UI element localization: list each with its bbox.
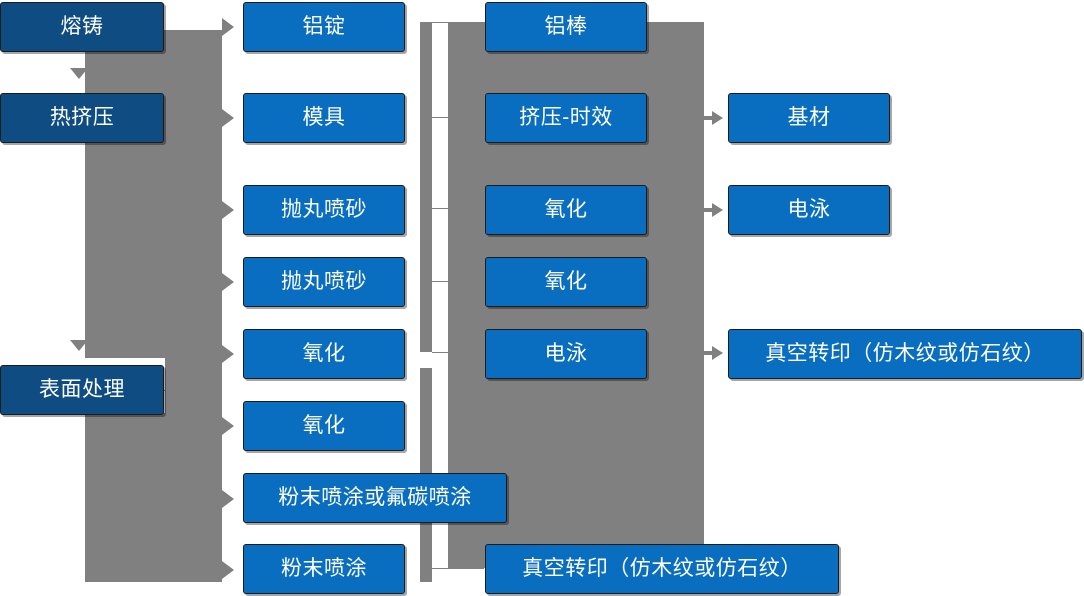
- step-oxidation-2-label: 氧化: [302, 414, 346, 438]
- spine-arrow-2: [222, 109, 234, 127]
- step-oxidation-2[interactable]: 氧化: [243, 401, 405, 451]
- step-vacuum-transfer-1-label: 真空转印（仿木纹或仿石纹）: [522, 557, 802, 581]
- step-vacuum-transfer-2[interactable]: 真空转印（仿木纹或仿石纹）: [728, 329, 1082, 379]
- surface-treat-connector: [164, 390, 189, 391]
- step-extrude-aging-label: 挤压-时效: [519, 106, 613, 130]
- output-arrow-1: [712, 111, 723, 125]
- spine-arrow-6: [222, 417, 234, 435]
- step-aluminum-bar[interactable]: 铝棒: [485, 2, 647, 52]
- spine-arrow-1: [222, 18, 234, 36]
- output-arrow-stem-3: [704, 351, 715, 355]
- spine-arrow-7: [222, 490, 234, 508]
- stage-melt-cast-label: 熔铸: [60, 15, 104, 39]
- step-powder-coating[interactable]: 粉末喷涂: [243, 544, 405, 594]
- stage-arrow-down-1: [70, 68, 88, 79]
- stage-surface-treat-label: 表面处理: [39, 378, 125, 402]
- step-vacuum-transfer-2-label: 真空转印（仿木纹或仿石纹）: [765, 342, 1045, 366]
- stage-hot-extrude[interactable]: 热挤压: [0, 93, 164, 143]
- stage-melt-cast[interactable]: 熔铸: [0, 2, 164, 52]
- step-oxidation-1[interactable]: 氧化: [243, 329, 405, 379]
- step-powder-or-fluorocarbon[interactable]: 粉末喷涂或氟碳喷涂: [243, 473, 507, 523]
- step-shot-blast-2[interactable]: 抛丸喷砂: [243, 257, 405, 307]
- mid-collector-bar-upper: [420, 22, 432, 352]
- step-mold-label: 模具: [302, 106, 346, 130]
- step-oxidation-3[interactable]: 氧化: [485, 185, 647, 235]
- step-aluminum-ingot-label: 铝锭: [302, 15, 346, 39]
- step-extrude-aging[interactable]: 挤压-时效: [485, 93, 647, 143]
- stage-arrow-down-2: [70, 340, 88, 351]
- step-substrate-label: 基材: [787, 106, 831, 130]
- stage-hot-extrude-label: 热挤压: [49, 106, 115, 130]
- step-vacuum-transfer-1[interactable]: 真空转印（仿木纹或仿石纹）: [485, 544, 839, 594]
- step-aluminum-ingot[interactable]: 铝锭: [243, 2, 405, 52]
- step-oxidation-4[interactable]: 氧化: [485, 257, 647, 307]
- step-oxidation-3-label: 氧化: [544, 198, 588, 222]
- step-powder-or-fluorocarbon-label: 粉末喷涂或氟碳喷涂: [278, 486, 472, 510]
- step-oxidation-4-label: 氧化: [544, 270, 588, 294]
- stage-surface-treat[interactable]: 表面处理: [0, 365, 164, 415]
- spine-arrow-4: [222, 273, 234, 291]
- spine-arrow-5: [222, 345, 234, 363]
- output-arrow-stem-2: [704, 208, 715, 212]
- step-electrophoresis-1[interactable]: 电泳: [485, 329, 647, 379]
- step-oxidation-1-label: 氧化: [302, 342, 346, 366]
- spine-arrow-3: [222, 201, 234, 219]
- step-aluminum-bar-label: 铝棒: [544, 15, 588, 39]
- spine-arrow-8: [222, 561, 234, 579]
- collector-tick-6: [432, 568, 484, 569]
- step-shot-blast-1-label: 抛丸喷砂: [281, 198, 367, 222]
- step-electrophoresis-2-label: 电泳: [787, 198, 831, 222]
- step-electrophoresis-1-label: 电泳: [544, 342, 588, 366]
- output-arrow-2: [712, 203, 723, 217]
- step-substrate[interactable]: 基材: [728, 93, 890, 143]
- step-shot-blast-1[interactable]: 抛丸喷砂: [243, 185, 405, 235]
- step-shot-blast-2-label: 抛丸喷砂: [281, 270, 367, 294]
- output-arrow-3: [712, 346, 723, 360]
- step-powder-coating-label: 粉末喷涂: [281, 557, 367, 581]
- output-arrow-stem-1: [704, 116, 715, 120]
- step-mold[interactable]: 模具: [243, 93, 405, 143]
- step-electrophoresis-2[interactable]: 电泳: [728, 185, 890, 235]
